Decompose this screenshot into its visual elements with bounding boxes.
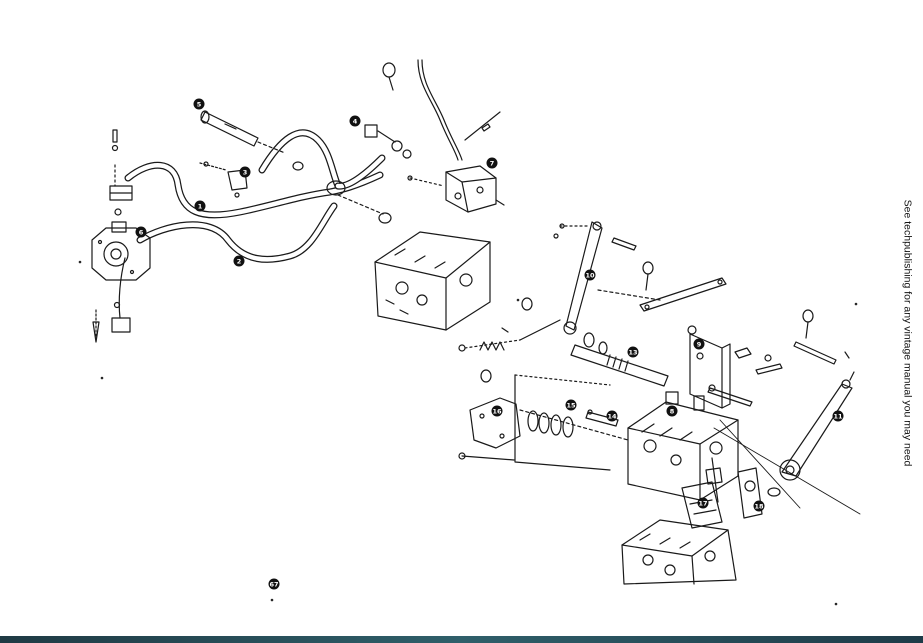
svg-text:16: 16: [492, 407, 502, 415]
callout-7: 7: [486, 157, 498, 169]
lift-shaft-part-12: [570, 332, 669, 387]
page-number: 67: [268, 578, 280, 590]
callout-2: 2: [233, 255, 245, 267]
svg-text:1: 1: [198, 202, 203, 210]
svg-text:7: 7: [490, 159, 495, 167]
svg-text:15: 15: [566, 401, 576, 409]
svg-text:14: 14: [607, 412, 617, 420]
callout-11: 11: [832, 410, 844, 422]
spring-assembly: [458, 297, 561, 352]
bracket-part-9: [687, 325, 772, 409]
clip-part-3: [199, 161, 248, 198]
callout-18: 18: [753, 500, 765, 512]
cover-plate-part-16: [458, 369, 521, 461]
svg-text:9: 9: [697, 340, 702, 348]
callout-5: 5: [193, 98, 205, 110]
side-note: See techpublishing for any vintage manua…: [894, 199, 920, 467]
hose-2: [136, 202, 338, 263]
bottom-bar: [0, 636, 923, 643]
lift-arm-part-11: [779, 371, 855, 481]
bracket-part-18: [705, 419, 861, 519]
side-note-text: See techpublishing for any vintage manua…: [901, 199, 914, 467]
callout-4: 4: [349, 115, 361, 127]
callout-17: 17: [697, 497, 709, 509]
pin-part-5: [200, 110, 286, 154]
hose-tee-fitting: [292, 161, 392, 224]
drop-hose: [118, 257, 126, 319]
callout-10: 10: [584, 269, 596, 281]
link-pins-right: [707, 309, 850, 407]
pump-body: [91, 221, 151, 281]
link-bar-upper: [597, 237, 727, 312]
hose-1: [124, 161, 384, 219]
svg-text:67: 67: [269, 580, 278, 588]
callout-6: 6: [135, 226, 147, 238]
connector-block-lower: [92, 301, 131, 343]
lift-lever-part-10: [553, 221, 603, 335]
svg-text:13: 13: [628, 348, 637, 356]
callout-8: 8: [666, 405, 678, 417]
svg-text:8: 8: [670, 407, 675, 415]
svg-text:6: 6: [139, 228, 144, 236]
callout-13: 13: [627, 346, 639, 358]
small-hardware: [78, 260, 858, 606]
svg-text:18: 18: [754, 502, 764, 510]
engine-block-upper: [374, 231, 491, 331]
callout-9: 9: [693, 338, 705, 350]
svg-text:2: 2: [237, 257, 242, 265]
hose-4: [334, 154, 386, 190]
svg-text:11: 11: [833, 412, 843, 420]
union-part-4: [364, 124, 412, 159]
svg-text:3: 3: [243, 168, 248, 176]
connector-block-upper: [109, 129, 133, 216]
svg-text:5: 5: [197, 100, 202, 108]
callout-15: 15: [565, 399, 577, 411]
svg-text:10: 10: [585, 271, 595, 279]
control-rod: [382, 59, 501, 161]
callout-3: 3: [239, 166, 251, 178]
callout-labels: 1 2 3 4 5 6 7 8 9 10 11 13 14 15 16 17 1…: [135, 98, 844, 512]
hose-3: [258, 129, 342, 190]
control-valve-part-7: [407, 165, 505, 213]
callout-14: 14: [606, 410, 618, 422]
engine-block-lower: [621, 519, 737, 585]
seal-rings-part-15: [514, 374, 629, 471]
callout-16: 16: [491, 405, 503, 417]
callout-1: 1: [194, 200, 206, 212]
svg-text:17: 17: [698, 499, 707, 507]
svg-text:4: 4: [353, 117, 358, 125]
